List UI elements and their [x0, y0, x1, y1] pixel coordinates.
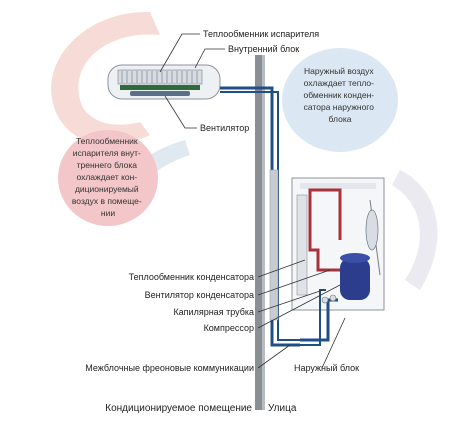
leader-indoor-unit [194, 48, 225, 69]
indoor-fan [130, 91, 190, 96]
outdoor-unit [269, 169, 385, 346]
leader-fan [164, 95, 197, 129]
label-evaporator: Теплообменник испарителя [203, 29, 319, 39]
wall-shade [262, 55, 265, 410]
label-outdoor-unit: Наружный блок [294, 363, 359, 373]
condenser-coil [296, 194, 308, 296]
leader-capillary [257, 289, 324, 313]
leader-lines [257, 344, 291, 369]
outdoor-pipe-hot [308, 188, 342, 272]
valve-1 [321, 296, 329, 304]
caption-room: Кондиционируемое помещение [105, 403, 252, 414]
evaporator-coil [120, 85, 200, 90]
valve-2 [329, 294, 337, 302]
wall [255, 55, 265, 410]
outdoor-info-bubble [282, 48, 398, 152]
leader-condenser-fan [257, 269, 331, 296]
label-fan: Вентилятор [200, 123, 249, 133]
cool-airflow-arrow-right [392, 170, 438, 290]
label-indoor-unit: Внутренний блок [228, 44, 299, 54]
label-compressor: Компрессор [204, 323, 254, 333]
label-condenser: Теплообменник конденсатора [129, 272, 254, 282]
indoor-info-text: Теплообменник испарителя внут- треннего … [72, 136, 144, 218]
outdoor-info-text: Наружный воздух охлаждает тепло- обменни… [303, 66, 376, 124]
condenser-fan [365, 199, 381, 276]
leader-outdoor-unit [321, 317, 346, 369]
leader-compressor [257, 284, 341, 329]
indoor-info-bubble [58, 130, 158, 226]
label-interunit-lines: Межблочные фреоновые коммуникации [85, 363, 254, 373]
label-capillary: Капилярная трубка [173, 307, 254, 317]
caption-street: Улица [268, 403, 297, 414]
leader-evaporator [159, 33, 200, 73]
label-condenser-fan: Вентилятор конденсатора [145, 290, 254, 300]
leader-condenser [257, 259, 306, 278]
warm-airflow-arrow [51, 11, 160, 145]
indoor-unit [107, 64, 221, 100]
compressor [340, 253, 370, 300]
